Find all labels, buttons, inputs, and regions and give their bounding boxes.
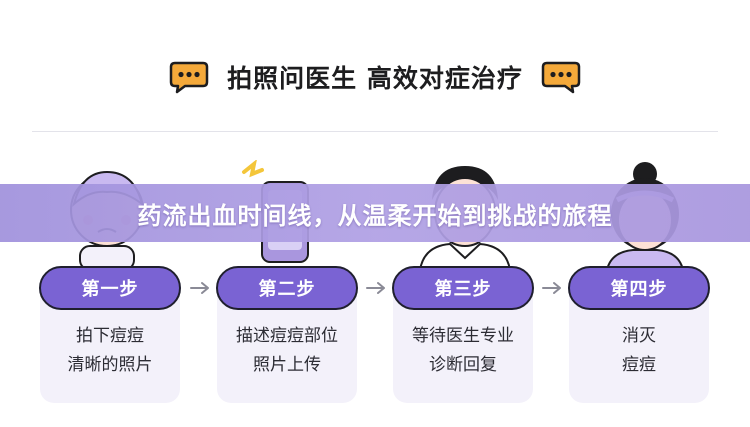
header: 拍照问医生 高效对症治疗 <box>0 52 750 102</box>
step-description-4: 消灭 痘痘 <box>569 322 709 380</box>
step-label-4: 第四步 <box>568 266 710 310</box>
step-3-line-2: 诊断回复 <box>429 355 497 375</box>
step-1-line-2: 清晰的照片 <box>67 355 153 375</box>
step-4-line-2: 痘痘 <box>622 355 656 375</box>
step-label-2: 第二步 <box>216 266 358 310</box>
step-4-line-1: 消灭 <box>622 326 656 346</box>
chat-bubble-icon <box>169 61 209 94</box>
overlay-banner: 药流出血时间线，从温柔开始到挑战的旅程 <box>0 184 750 242</box>
step-description-1: 拍下痘痘 清晰的照片 <box>40 322 180 380</box>
step-2-line-1: 描述痘痘部位 <box>236 326 338 346</box>
step-1-line-1: 拍下痘痘 <box>76 326 144 346</box>
step-2-line-2: 照片上传 <box>253 355 321 375</box>
chat-bubble-icon <box>541 61 581 94</box>
step-3-line-1: 等待医生专业 <box>412 326 514 346</box>
step-description-2: 描述痘痘部位 照片上传 <box>217 322 357 380</box>
banner-text: 药流出血时间线，从温柔开始到挑战的旅程 <box>137 201 613 230</box>
step-description-3: 等待医生专业 诊断回复 <box>393 322 533 380</box>
arrow-right-icon <box>366 282 385 294</box>
page-title: 拍照问医生 高效对症治疗 <box>227 64 523 93</box>
step-label-1: 第一步 <box>39 266 181 310</box>
arrow-right-icon <box>190 282 209 294</box>
arrow-right-icon <box>542 282 561 294</box>
step-label-3: 第三步 <box>392 266 534 310</box>
header-divider <box>32 131 718 132</box>
